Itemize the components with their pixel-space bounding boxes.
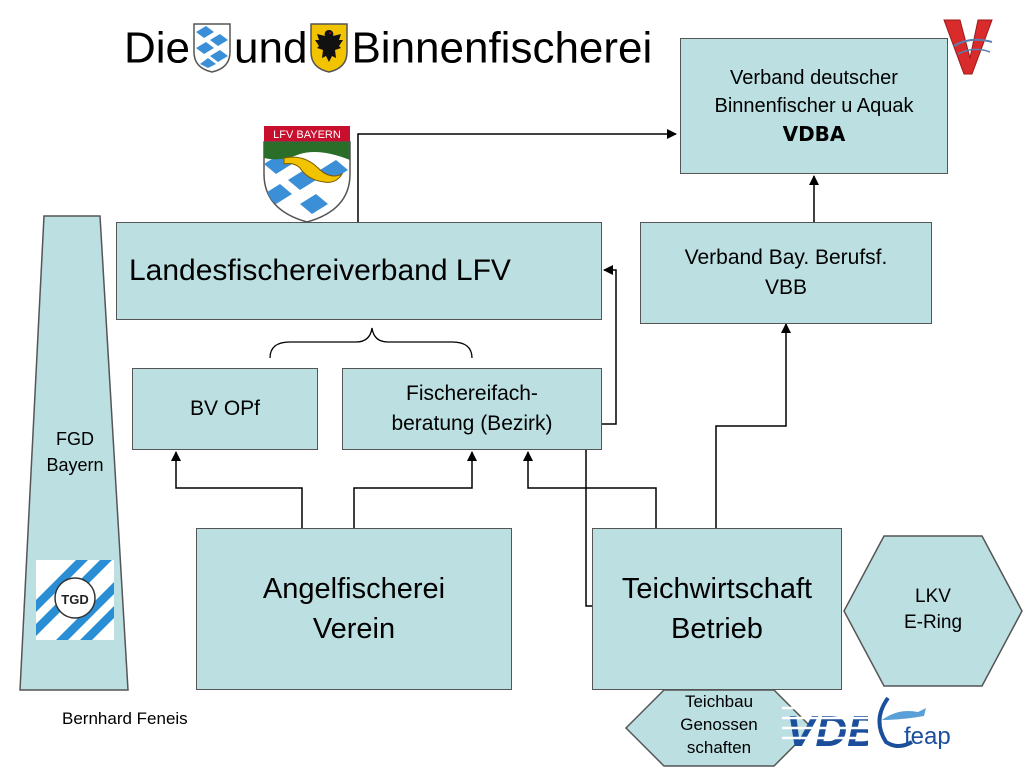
fgd-line1: FGD (56, 429, 94, 449)
tgd-logo-icon: TGD (36, 560, 114, 640)
fgd-label: FGD Bayern (18, 426, 132, 478)
lfv-logo-text: LFV BAYERN (273, 129, 341, 141)
bv-label: BV OPf (189, 397, 261, 420)
teich-line2: Betrieb (671, 613, 763, 645)
node-fischereifachberatung[interactable]: Fischereifach- beratung (Bezirk) (342, 368, 602, 450)
teichbau-line3: schaften (686, 738, 752, 757)
vbb-line2: VBB (764, 276, 807, 299)
grouping-brace (269, 327, 473, 359)
node-angelfischerei-verein[interactable]: Angelfischerei Verein (196, 528, 512, 690)
angel-line2: Verein (312, 613, 396, 645)
node-teichwirtschaft-betrieb[interactable]: Teichwirtschaft Betrieb (592, 528, 842, 690)
vdba-line3: VDBA (782, 122, 846, 146)
lfv-label: Landesfischereiverband LFV (129, 254, 511, 287)
bavaria-flag-icon (193, 23, 231, 74)
vdba-line1: Verband deutscher (730, 67, 898, 89)
edge-teich-vbb (715, 323, 791, 530)
teichbau-line2: Genossen (680, 715, 758, 734)
node-bv-opf[interactable]: BV OPf (132, 368, 318, 450)
vdba-line2: Binnenfischer u Aquak (714, 95, 914, 117)
fachberatung-line1: Fischereifach- (406, 382, 538, 405)
title-part-und: und (234, 23, 308, 73)
node-teichbau-genossenschaften[interactable] (624, 688, 814, 768)
vdbi-logo-icon: VDBI (782, 706, 868, 752)
fachberatung-line2: beratung (Bezirk) (391, 412, 553, 435)
tgd-text: TGD (61, 592, 88, 607)
teichbau-line1: Teichbau (684, 692, 754, 711)
vdbi-text: VDBI (786, 707, 868, 752)
teichbau-label: Teichbau Genossen schaften (624, 690, 814, 759)
title-part-die: Die (124, 23, 191, 73)
title-part-binnenfischerei: Binnenfischerei (351, 23, 653, 73)
angel-line1: Angelfischerei (262, 573, 446, 605)
vbb-line1: Verband Bay. Berufsf. (684, 246, 888, 269)
edge-angel-bv (171, 451, 303, 530)
verband-logo-icon (943, 19, 993, 75)
edge-lfv-vdba (357, 129, 677, 222)
node-lkv-e-ring[interactable] (842, 534, 1024, 688)
fgd-line2: Bayern (46, 455, 104, 475)
feap-logo-icon: feap (877, 696, 951, 750)
page-title: Die und Binnenfischerei (124, 18, 652, 76)
feap-text: feap (904, 723, 951, 750)
lfv-bayern-logo-icon: LFV BAYERN (263, 126, 351, 223)
node-lfv[interactable]: Landesfischereiverband LFV (116, 222, 602, 320)
edge-angel-fachberatung (353, 451, 477, 530)
edge-teich-fachberatung (523, 451, 657, 530)
teich-line1: Teichwirtschaft (621, 573, 813, 605)
lkv-line2: E-Ring (903, 612, 963, 633)
lkv-label: LKV E-Ring (842, 584, 1024, 636)
author-credit: Bernhard Feneis (62, 709, 188, 728)
node-vbb[interactable]: Verband Bay. Berufsf. VBB (640, 222, 932, 324)
lkv-line1: LKV (915, 586, 951, 607)
german-eagle-icon (310, 23, 349, 74)
node-vdba[interactable]: Verband deutscher Binnenfischer u Aquak … (680, 38, 948, 174)
